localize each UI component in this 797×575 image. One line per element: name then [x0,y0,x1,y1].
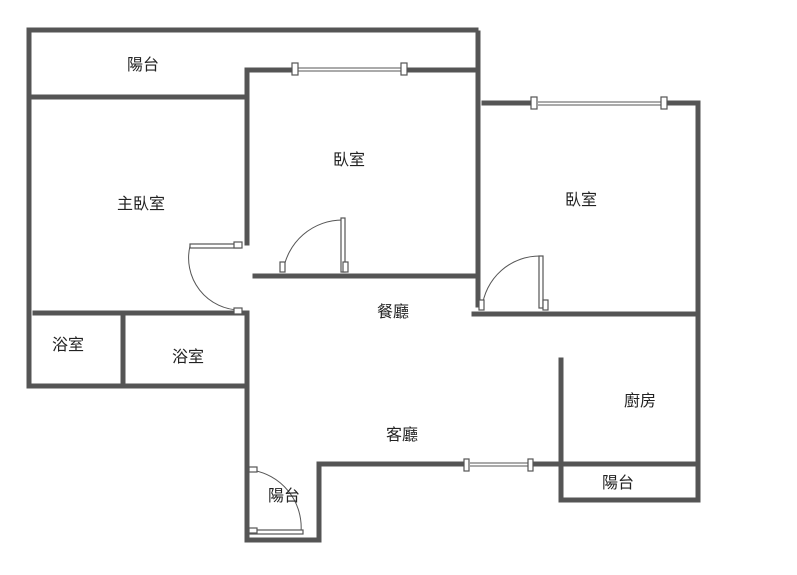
door-right-jamb-left [478,299,485,311]
window-mid-post-right [400,62,408,76]
door-master-jamb-top [233,241,243,249]
label-balcony-bottom-right: 陽台 [601,473,635,492]
door-right-leaf [538,255,544,309]
window-right-post-right [660,96,668,110]
label-bedroom-middle: 臥室 [332,150,366,169]
door-master-jamb-bottom [233,307,243,315]
window-living-post-right [527,458,534,472]
window-living-post-left [463,458,470,472]
label-balcony-bottom-left: 陽台 [267,486,301,505]
label-bath-left: 浴室 [51,335,85,354]
label-kitchen: 廚房 [623,391,657,410]
door-mid-jamb-right [342,261,349,273]
window-mid-post-left [291,62,299,76]
door-right-jamb-right [542,299,549,311]
label-bath-right: 浴室 [171,347,205,366]
label-dining: 餐廳 [376,302,410,321]
door-balcony-jamb-bottom [248,527,258,534]
windows [291,62,668,472]
door-master-leaf [189,243,241,249]
walls [26,27,701,543]
door-mid-jamb-left [279,261,286,273]
label-bedroom-right: 臥室 [564,190,598,209]
door-right-arc [481,255,542,309]
label-balcony-top: 陽台 [126,55,160,74]
label-master-bedroom: 主臥室 [116,194,166,213]
label-living: 客廳 [385,425,419,444]
doors [188,217,549,535]
window-right-post-left [530,96,538,110]
door-master-arc [188,245,241,311]
door-balcony-arc [250,469,302,533]
door-mid-arc [282,219,344,273]
door-balcony-jamb-top [248,466,258,473]
